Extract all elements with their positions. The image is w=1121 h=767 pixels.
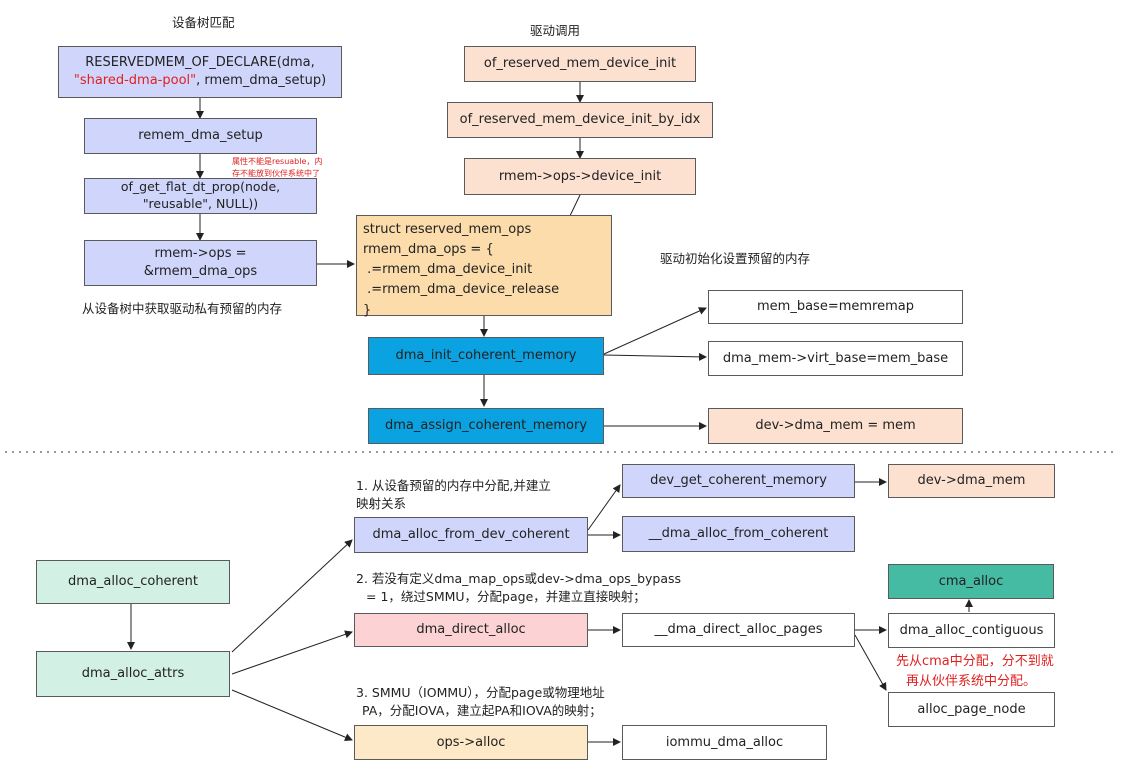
reusable-note-line2: 存不能放到伙伴系统中了 — [232, 169, 320, 178]
get-private-reserved-caption: 从设备树中获取驱动私有预留的内存 — [82, 301, 283, 316]
driver-call-title: 驱动调用 — [530, 23, 581, 38]
get-flat-dt-prop-box: of_get_flat_dt_prop(node, "reusable", NU… — [84, 178, 317, 214]
rmem-ops-line2: &rmem_dma_ops — [143, 264, 258, 279]
cma-alloc-box: cma_alloc — [888, 564, 1054, 599]
ops-struct-line-1: struct reserved_mem_ops — [363, 222, 532, 237]
path2-description: 2. 若没有定义dma_map_ops或dev->dma_ops_bypass … — [356, 570, 681, 606]
get-flat-dt-prop-line2: "reusable", NULL)) — [142, 196, 259, 211]
dma-direct-alloc-box: dma_direct_alloc — [354, 613, 588, 647]
ops-alloc-box: ops->alloc — [354, 725, 588, 760]
dma-direct-alloc-pages-box: __dma_direct_alloc_pages — [622, 613, 855, 647]
device-tree-match-title: 设备树匹配 — [172, 15, 235, 30]
driver-init-reserved-caption: 驱动初始化设置预留的内存 — [660, 251, 811, 266]
path3-line1: 3. SMMU（IOMMU），分配page或物理地址 — [356, 685, 605, 700]
arrow-attrs-to-direct — [231, 630, 353, 675]
reservedmem-declare-line1: RESERVEDMEM_OF_DECLARE(dma, — [85, 55, 315, 71]
path1-line1: 1. 从设备预留的内存中分配,并建立 — [356, 478, 551, 493]
alloc-page-node-box: alloc_page_node — [888, 692, 1055, 727]
reusable-note: 属性不能是resuable，内 存不能放到伙伴系统中了 — [232, 156, 322, 180]
ops-struct-line-3: .=rmem_dma_device_init — [363, 262, 533, 278]
dev-get-coherent-memory-box: dev_get_coherent_memory — [622, 464, 855, 498]
dma-alloc-coherent-box: dma_alloc_coherent — [36, 560, 230, 604]
reserved-mem-device-init-by-idx-box: of_reserved_mem_device_init_by_idx — [447, 102, 713, 138]
arrow-coherent-to-membase — [603, 307, 707, 355]
arrow-pages-to-allocpage — [854, 634, 887, 691]
get-flat-dt-prop-line1: of_get_flat_dt_prop(node, — [120, 179, 281, 195]
dma-init-coherent-memory-box: dma_init_coherent_memory — [368, 337, 604, 375]
reservedmem-declare-box: RESERVEDMEM_OF_DECLARE(dma, "shared-dma-… — [58, 46, 342, 98]
arrow-coherent-to-virtbase — [603, 352, 707, 361]
path1-description: 1. 从设备预留的内存中分配,并建立 映射关系 — [356, 477, 551, 513]
cma-buddy-note: 先从cma中分配，分不到就 再从伙伴系统中分配。 — [896, 652, 1054, 691]
ops-struct-line-4: .=rmem_dma_device_release — [363, 282, 560, 298]
dev-dma-mem-box: dev->dma_mem — [888, 464, 1055, 498]
path3-description: 3. SMMU（IOMMU），分配page或物理地址 PA，分配IOVA，建立起… — [356, 684, 605, 720]
path2-line2: = 1，绕过SMMU，分配page，并建立直接映射； — [366, 589, 646, 605]
rmem-ops-assign-box: rmem->ops = &rmem_dma_ops — [84, 240, 317, 286]
reusable-note-line1: 属性不能是resuable，内 — [232, 157, 323, 166]
dma-alloc-from-coherent-box: __dma_alloc_from_coherent — [622, 516, 855, 552]
reserved-mem-ops-struct-box: struct reserved_mem_ops rmem_dma_ops = {… — [356, 215, 612, 318]
remem-dma-setup-box: remem_dma_setup — [84, 118, 317, 154]
reservedmem-declare-line2: "shared-dma-pool", rmem_dma_setup) — [74, 72, 326, 90]
dma-alloc-contiguous-box: dma_alloc_contiguous — [888, 613, 1055, 648]
arrow-attrs-to-devcoherent — [231, 539, 353, 653]
dma-assign-coherent-memory-box: dma_assign_coherent_memory — [368, 408, 604, 444]
dma-alloc-attrs-box: dma_alloc_attrs — [36, 651, 230, 697]
rmem-ops-line1: rmem->ops = — [154, 246, 247, 262]
dev-dma-mem-assign-box: dev->dma_mem = mem — [708, 408, 963, 444]
dma-alloc-from-dev-coherent-box: dma_alloc_from_dev_coherent — [354, 517, 588, 553]
ops-struct-line-2: rmem_dma_ops = { — [363, 242, 494, 258]
virt-base-box: dma_mem->virt_base=mem_base — [708, 341, 963, 376]
arrow-attrs-to-opsalloc — [231, 689, 353, 741]
iommu-dma-alloc-box: iommu_dma_alloc — [622, 725, 827, 760]
rmem-dma-setup-text: , rmem_dma_setup) — [196, 73, 327, 88]
path3-line2: PA，分配IOVA，建立起PA和IOVA的映射； — [362, 703, 602, 719]
cma-note-line2: 再从伙伴系统中分配。 — [906, 673, 1037, 689]
path2-line1: 2. 若没有定义dma_map_ops或dev->dma_ops_bypass — [356, 571, 682, 586]
reserved-mem-device-init-box: of_reserved_mem_device_init — [464, 46, 696, 82]
arrow-devcoherent-to-getcoherent — [587, 484, 621, 531]
path1-line2: 映射关系 — [356, 496, 407, 512]
shared-dma-pool-text: "shared-dma-pool" — [73, 73, 197, 88]
ops-struct-line-5: } — [363, 302, 372, 318]
cma-note-line1: 先从cma中分配，分不到就 — [896, 654, 1054, 669]
mem-base-memremap-box: mem_base=memremap — [708, 290, 963, 324]
ops-device-init-box: rmem->ops->device_init — [464, 158, 696, 195]
